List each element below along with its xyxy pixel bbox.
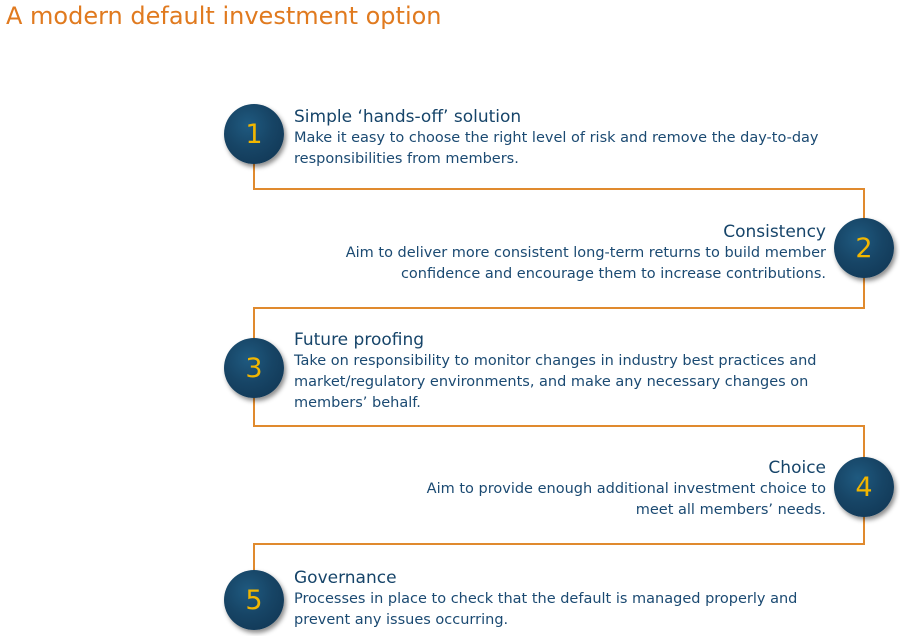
step-1-description-line: Make it easy to choose the right level o… bbox=[294, 130, 819, 146]
step-2-number: 2 bbox=[855, 232, 873, 264]
step-5-description-line: Processes in place to check that the def… bbox=[294, 591, 798, 607]
step-4-number: 4 bbox=[855, 471, 873, 503]
step-3-description-line: Take on responsibility to monitor change… bbox=[294, 353, 817, 369]
step-1-heading: Simple ‘hands-off’ solution bbox=[294, 107, 522, 127]
step-1-description: Make it easy to choose the right level o… bbox=[294, 128, 819, 170]
step-5-number-circle: 5 bbox=[224, 570, 284, 630]
step-4-text-block: Choice Aim to provide enough additional … bbox=[427, 457, 826, 521]
step-5-heading: Governance bbox=[294, 568, 397, 588]
step-4-description-line: Aim to provide enough additional investm… bbox=[426, 481, 826, 497]
step-2-description-line: confidence and encourage them to increas… bbox=[400, 266, 826, 282]
step-3-heading: Future proofing bbox=[294, 330, 425, 350]
step-5-number: 5 bbox=[245, 584, 263, 616]
step-3-description-line: market/regulatory environments, and make… bbox=[294, 374, 809, 390]
step-4-heading: Choice bbox=[768, 458, 826, 478]
page-title: A modern default investment option bbox=[6, 2, 442, 30]
step-1-description-line: responsibilities from members. bbox=[294, 151, 519, 167]
step-5-text-block: Governance Processes in place to check t… bbox=[294, 567, 797, 631]
step-2-description-line: Aim to deliver more consistent long-term… bbox=[345, 245, 826, 261]
step-3-number: 3 bbox=[245, 352, 263, 384]
step-1-text-block: Simple ‘hands-off’ solution Make it easy… bbox=[294, 106, 819, 170]
step-3-text-block: Future proofing Take on responsibility t… bbox=[294, 329, 816, 414]
step-3-number-circle: 3 bbox=[224, 338, 284, 398]
step-2-number-circle: 2 bbox=[834, 218, 894, 278]
step-3-description-line: members’ behalf. bbox=[294, 395, 421, 411]
step-5-description: Processes in place to check that the def… bbox=[294, 589, 797, 631]
step-2-description: Aim to deliver more consistent long-term… bbox=[346, 243, 826, 285]
step-4-number-circle: 4 bbox=[834, 457, 894, 517]
step-4-description-line: meet all members’ needs. bbox=[635, 502, 826, 518]
step-1-number-circle: 1 bbox=[224, 104, 284, 164]
step-4-description: Aim to provide enough additional investm… bbox=[427, 479, 826, 521]
step-2-text-block: Consistency Aim to deliver more consiste… bbox=[346, 221, 826, 285]
step-1-number: 1 bbox=[245, 118, 263, 150]
step-5-description-line: prevent any issues occurring. bbox=[294, 612, 509, 628]
step-3-description: Take on responsibility to monitor change… bbox=[294, 351, 816, 414]
step-2-heading: Consistency bbox=[723, 222, 826, 242]
